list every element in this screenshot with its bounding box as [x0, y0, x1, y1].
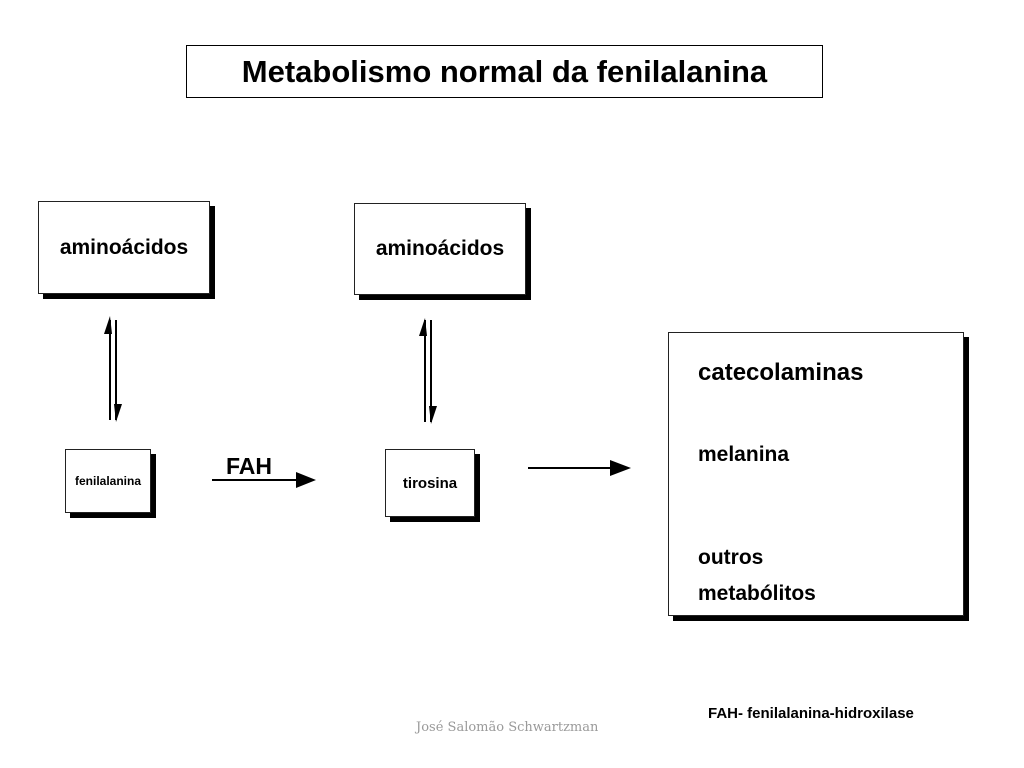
aminoacidos-right-box: aminoácidos — [354, 203, 526, 295]
product-melanina: melanina — [698, 443, 790, 466]
reversible-arrow-right — [419, 318, 437, 424]
tirosina-box: tirosina — [385, 449, 475, 517]
title-box: Metabolismo normal da fenilalanina — [186, 45, 823, 98]
fenilalanina-label: fenilalanina — [74, 474, 142, 488]
product-outros-metabolitos: outros metabólitos — [698, 546, 816, 605]
reversible-arrow-left — [104, 316, 122, 422]
aminoacidos-left-label: aminoácidos — [59, 235, 189, 259]
aminoacidos-left-box: aminoácidos — [38, 201, 210, 294]
fenilalanina-box: fenilalanina — [65, 449, 151, 513]
tirosina-label: tirosina — [402, 474, 458, 492]
products-box: catecolaminas melanina outros metabólito… — [668, 332, 964, 616]
aminoacidos-right-label: aminoácidos — [375, 237, 505, 260]
product-catecolaminas: catecolaminas — [698, 359, 864, 386]
products-arrow — [528, 460, 631, 476]
enzyme-label: FAH — [226, 453, 272, 479]
fah-arrow — [212, 472, 316, 488]
legend-text: FAH- fenilalanina-hidroxilase — [708, 705, 914, 722]
page-title: Metabolismo normal da fenilalanina — [241, 53, 768, 89]
author-footer: José Salomão Schwartzman — [416, 720, 599, 735]
